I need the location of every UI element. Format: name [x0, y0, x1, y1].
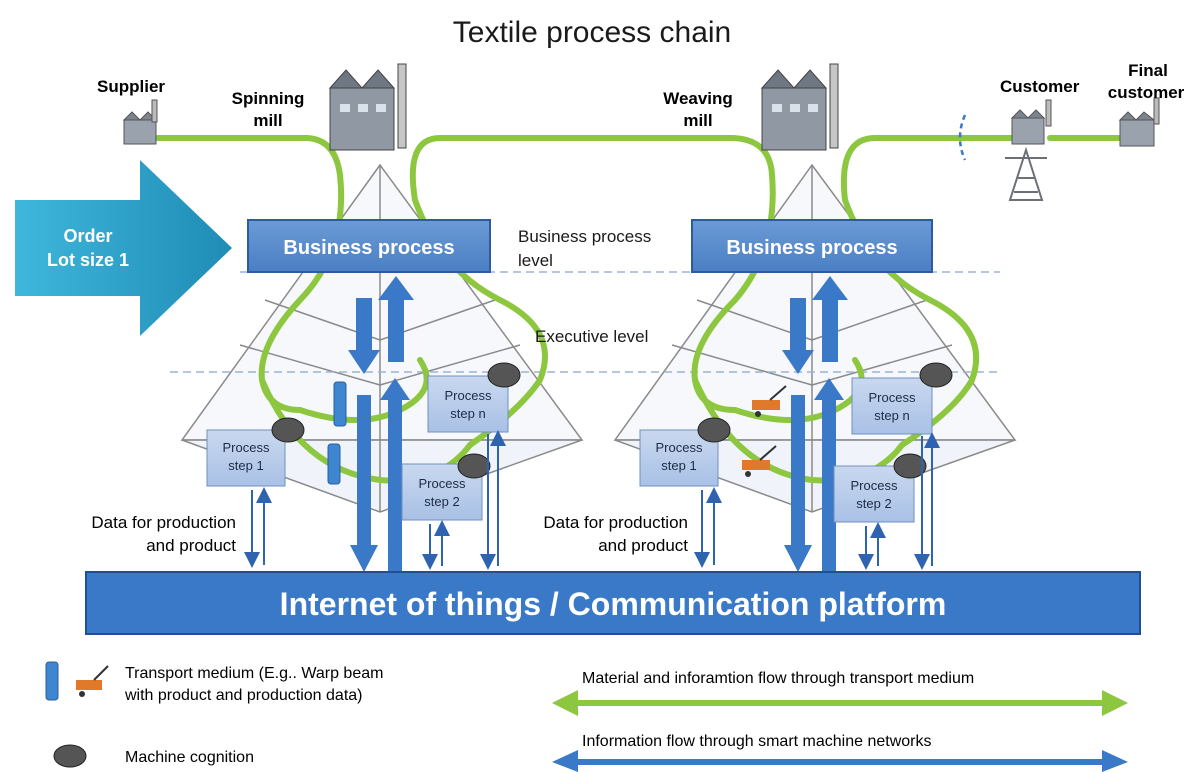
pallet-truck-icon [742, 385, 787, 477]
final-customer-label: Final [1128, 61, 1168, 80]
customer-factory-icon [1010, 99, 1052, 145]
spinning-mill-factory-icon [328, 63, 407, 151]
legend-info-flow-label: Information flow through smart machine n… [582, 733, 931, 750]
final-customer-label-2: customer [1108, 83, 1185, 102]
customer-label: Customer [1000, 77, 1080, 96]
svg-text:Business process: Business process [726, 237, 897, 259]
legend: Transport medium (E.g.. Warp beam with p… [45, 661, 1128, 772]
legend-pallet-truck-icon [76, 665, 109, 697]
wireless-signal-icon [958, 114, 967, 161]
brain-icon [271, 362, 953, 479]
data-label-left-2: and product [146, 536, 236, 555]
business-level-label: Business process [518, 227, 651, 246]
business-process-box-right: Business process [691, 219, 933, 273]
svg-text:Lot size 1: Lot size 1 [47, 250, 129, 270]
transmission-tower-icon [1005, 146, 1047, 201]
svg-text:Process: Process [869, 390, 916, 405]
legend-transport-label: Transport medium (E.g.. Warp beam [125, 665, 383, 682]
svg-text:Process: Process [419, 476, 466, 491]
legend-warp-beam-icon [45, 661, 59, 701]
weaving-mill-label-2: mill [683, 111, 712, 130]
svg-text:step n: step n [450, 406, 485, 421]
executive-level-label: Executive level [535, 327, 648, 346]
order-arrow: Order Lot size 1 [15, 160, 232, 336]
business-level-label-2: level [518, 251, 553, 270]
diagram-title: Textile process chain [453, 16, 731, 49]
data-label-left: Data for production [91, 513, 236, 532]
svg-text:Process: Process [656, 440, 703, 455]
process-step-1-left: Process step 1 [206, 429, 286, 487]
supplier-label: Supplier [97, 77, 165, 96]
weaving-mill-label: Weaving [663, 89, 733, 108]
communication-platform: Internet of things / Communication platf… [85, 571, 1141, 635]
svg-text:Order: Order [63, 226, 112, 246]
svg-text:Internet of things / Communica: Internet of things / Communication platf… [280, 586, 947, 622]
spinning-mill-label-2: mill [253, 111, 282, 130]
svg-text:Process: Process [445, 388, 492, 403]
svg-text:Process: Process [851, 478, 898, 493]
warp-beam-icon [327, 381, 347, 485]
legend-brain-icon [53, 744, 87, 768]
svg-text:Process: Process [223, 440, 270, 455]
business-process-box-left: Business process [247, 219, 491, 273]
central-arrows-right [782, 276, 848, 572]
central-arrows-left [348, 276, 414, 572]
svg-text:step 2: step 2 [856, 496, 891, 511]
spinning-mill-label: Spinning [232, 89, 305, 108]
svg-text:step 1: step 1 [661, 458, 696, 473]
svg-text:step 2: step 2 [424, 494, 459, 509]
legend-cognition-label: Machine cognition [125, 749, 254, 766]
legend-transport-label-2: with product and production data) [124, 687, 362, 704]
data-arrows [244, 430, 940, 570]
final-customer-factory-icon [1118, 97, 1160, 147]
supplier-factory-icon [122, 99, 158, 145]
process-step-n-right: Process step n [851, 377, 933, 435]
svg-text:step 1: step 1 [228, 458, 263, 473]
weaving-mill-factory-icon [760, 63, 839, 151]
data-label-right: Data for production [543, 513, 688, 532]
svg-text:step n: step n [874, 408, 909, 423]
svg-text:Business process: Business process [283, 237, 454, 259]
legend-green-double-arrow [552, 690, 1128, 716]
legend-material-flow-label: Material and inforamtion flow through tr… [582, 670, 974, 687]
legend-blue-double-arrow [552, 750, 1128, 772]
data-label-right-2: and product [598, 536, 688, 555]
